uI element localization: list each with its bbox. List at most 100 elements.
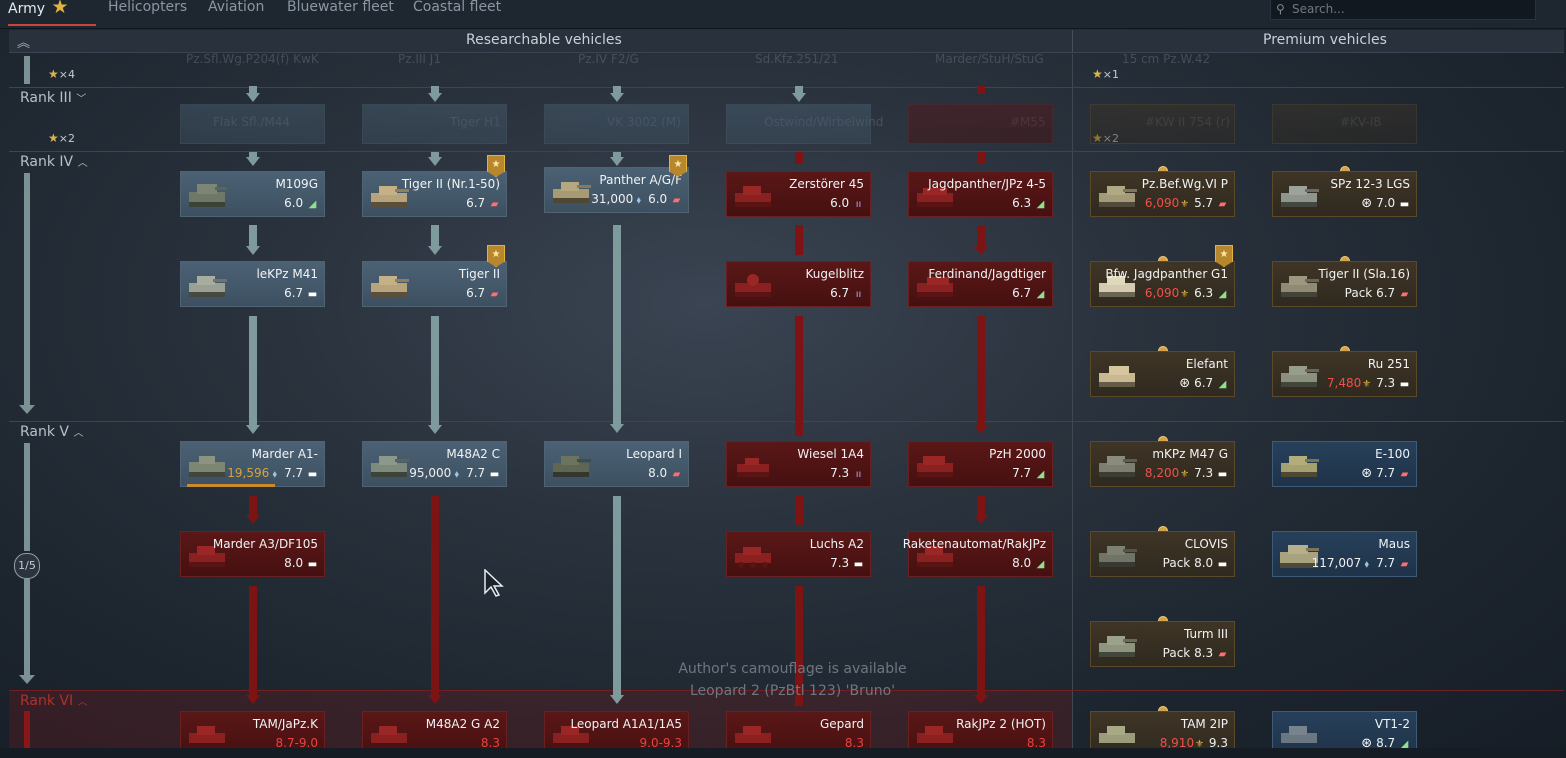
vehicle-card-faded[interactable] xyxy=(908,104,1053,144)
vehicle-name: Raketenautomat/RakJPz xyxy=(902,537,1046,551)
tab-bluewater-fleet[interactable]: Bluewater fleet xyxy=(287,0,394,28)
vehicle-br: 9.0-9.3 xyxy=(640,736,683,750)
vehicle-card-raketenautomat[interactable]: Raketenautomat/RakJPz 8.0 ◢ xyxy=(903,531,1053,577)
vehicle-card-panther-agf[interactable]: Panther A/G/F 31,000⬧ 6.0 ▰ xyxy=(544,167,689,213)
ghost-vehicle-name: #KW II 754 (r) xyxy=(1145,115,1231,129)
arrow-icon xyxy=(246,157,260,166)
tab-coastal-fleet[interactable]: Coastal fleet xyxy=(413,0,501,28)
arrow-icon xyxy=(974,425,988,434)
vehicle-card-leopard-i[interactable]: Leopard I 8.0 ▰ xyxy=(544,441,689,487)
br-value: 7.0 xyxy=(1376,196,1396,210)
vehicle-card-tiger-ii-nr1-50[interactable]: Tiger II (Nr.1-50) 6.7 ▰ xyxy=(362,171,507,217)
tree-connector xyxy=(795,152,803,164)
tab-aviation[interactable]: Aviation xyxy=(208,0,264,28)
golden-eagle-icon: ⚜ xyxy=(1180,469,1190,480)
vehicle-card-zerstorer-45[interactable]: Zerstörer 45 6.0 ıı xyxy=(726,171,871,217)
tree-connector xyxy=(977,496,985,516)
vehicle-br: Pack 8.0 ▬ xyxy=(1163,556,1228,570)
golden-eagle-icon: ⚜ xyxy=(1362,379,1372,390)
vehicle-card-faded[interactable] xyxy=(544,104,689,144)
vehicle-card-lekpz-m41[interactable]: leKPz M41 6.7 ▬ xyxy=(180,261,325,307)
rank-iii-label[interactable]: Rank III ﹀ xyxy=(20,90,86,106)
vehicle-card-maus[interactable]: Maus 117,007⬧ 7.7 ▰ xyxy=(1272,531,1417,577)
tree-connector xyxy=(613,496,621,696)
vehicle-name: Kugelblitz xyxy=(805,267,865,281)
arrow-icon xyxy=(246,695,260,704)
ge-icon: ⊛ xyxy=(1361,196,1373,211)
vehicle-card-e-100[interactable]: E-100 ⊛ 7.7 ▰ xyxy=(1272,441,1417,487)
collapse-all-icon[interactable]: ︽ xyxy=(17,36,31,51)
gold-cost: 6,090 xyxy=(1144,196,1180,210)
vehicle-br: 6.7 ▬ xyxy=(284,286,318,300)
light-tank-icon: ▬ xyxy=(307,559,318,570)
rank-iv-label[interactable]: Rank IV ︿ xyxy=(20,154,88,170)
rank-v-label[interactable]: Rank V ︿ xyxy=(20,424,83,440)
vehicle-card-marder-a3[interactable]: Marder A3/DF105 8.0 ▬ xyxy=(180,531,325,577)
br-value: 6.7 xyxy=(1012,286,1032,300)
light-tank-icon: ▬ xyxy=(307,469,318,480)
vehicle-name: Leopard A1A1/1A5 xyxy=(570,717,682,731)
premium-column-divider xyxy=(1072,54,1073,754)
arrow-icon xyxy=(246,425,260,434)
tree-connector xyxy=(613,152,621,158)
heavy-tank-icon: ▰ xyxy=(1400,469,1409,480)
heavy-tank-icon: ▰ xyxy=(490,199,499,210)
vehicle-br: 8.3 xyxy=(845,736,864,750)
vehicle-card-faded[interactable] xyxy=(1272,104,1417,144)
vehicle-br: 6.7 ▰ xyxy=(466,196,500,210)
golden-eagle-icon: ⚜ xyxy=(1180,289,1190,300)
vehicle-card-faded[interactable] xyxy=(180,104,325,144)
vehicle-card-kugelblitz[interactable]: Kugelblitz 6.7 ıı xyxy=(726,261,871,307)
vehicle-card-m109g[interactable]: M109G 6.0 ◢ xyxy=(180,171,325,217)
vehicle-card-elefant[interactable]: Elefant ⊛ 6.7 ◢ xyxy=(1090,351,1235,397)
tank-icon xyxy=(917,546,953,567)
vehicle-card-pzh-2000[interactable]: PzH 2000 7.7 ◢ xyxy=(908,441,1053,487)
br-value: 7.3 xyxy=(830,466,850,480)
tab-army[interactable]: Army ★ xyxy=(8,0,96,28)
vehicle-card-mkpz-m47-g[interactable]: mKPz M47 G 8,200⚜ 7.3 ▬ xyxy=(1090,441,1235,487)
br-value: 6.3 xyxy=(1194,286,1214,300)
vehicle-br: 7.3 ıı xyxy=(830,466,864,480)
vehicle-card-luchs-a2[interactable]: Luchs A2 7.3 ▬ xyxy=(726,531,871,577)
search-input[interactable]: ⚲ Search... xyxy=(1270,0,1536,20)
vehicle-card-ferdinand[interactable]: Ferdinand/Jagdtiger 6.7 ◢ xyxy=(908,261,1053,307)
vehicle-name: Maus xyxy=(1378,537,1410,551)
vehicle-br: 8.0 ▰ xyxy=(648,466,682,480)
tank-destroyer-icon: ◢ xyxy=(308,199,317,210)
vehicle-card-faded[interactable] xyxy=(726,104,871,144)
vehicle-name: PzH 2000 xyxy=(989,447,1046,461)
vehicle-card-faded[interactable] xyxy=(362,104,507,144)
vehicle-br: 8.0 ▬ xyxy=(284,556,318,570)
tank-icon xyxy=(189,546,225,567)
ge-icon: ⊛ xyxy=(1179,376,1191,391)
vehicle-br: ⊛ 6.7 ◢ xyxy=(1179,376,1228,391)
tree-connector xyxy=(431,152,439,158)
tree-connector xyxy=(431,316,439,426)
vehicle-card-ru-251[interactable]: Ru 251 7,480⚜ 7.3 ▬ xyxy=(1272,351,1417,397)
vehicle-card-faded[interactable] xyxy=(1090,104,1235,144)
vehicle-card-wiesel-1a4[interactable]: Wiesel 1A4 7.3 ıı xyxy=(726,441,871,487)
vehicle-br: ⊛ 7.0 ▬ xyxy=(1361,196,1410,211)
tab-helicopters[interactable]: Helicopters xyxy=(108,0,187,28)
vehicle-card-spz-12-3-lgs[interactable]: SPz 12-3 LGS ⊛ 7.0 ▬ xyxy=(1272,171,1417,217)
vehicle-card-turm-iii[interactable]: Turm III Pack 8.3 ▰ xyxy=(1090,621,1235,667)
vehicle-br: 6.0 ◢ xyxy=(284,196,318,210)
vehicle-br: 6.0 ıı xyxy=(830,196,864,210)
vehicle-name: Jagdpanther/JPz 4-5 xyxy=(928,177,1046,191)
vehicle-card-marder-a1[interactable]: Marder A1- 19,596⬧ 7.7 ▬ xyxy=(180,441,325,487)
vehicle-card-bfw-jagdpanther-g1[interactable]: Bfw. Jagdpanther G1 6,090⚜ 6.3 ◢ xyxy=(1090,261,1235,307)
vehicle-card-tiger-ii-sla16[interactable]: Tiger II (Sla.16) Pack 6.7 ▰ xyxy=(1272,261,1417,307)
vehicle-card-tiger-ii[interactable]: Tiger II 6.7 ▰ xyxy=(362,261,507,307)
rank-vi-label[interactable]: Rank VI ︿ xyxy=(20,693,88,709)
vehicle-card-clovis[interactable]: CLOVIS Pack 8.0 ▬ xyxy=(1090,531,1235,577)
research-cost: 117,007 xyxy=(1311,556,1362,570)
rank-divider xyxy=(9,87,1564,88)
vehicle-card-m48a2-c[interactable]: M48A2 C 95,000⬧ 7.7 ▬ xyxy=(362,441,507,487)
tree-connector xyxy=(977,316,985,426)
research-cost: 95,000 xyxy=(409,466,452,480)
vehicle-card-jagdpanther[interactable]: Jagdpanther/JPz 4-5 6.3 ◢ xyxy=(908,171,1053,217)
vehicle-card-pz-bef-wg-vi-p[interactable]: Pz.Bef.Wg.VI P 6,090⚜ 5.7 ▰ xyxy=(1090,171,1235,217)
br-value: 8.3 xyxy=(844,736,864,750)
tab-aviation-label: Aviation xyxy=(208,0,265,15)
